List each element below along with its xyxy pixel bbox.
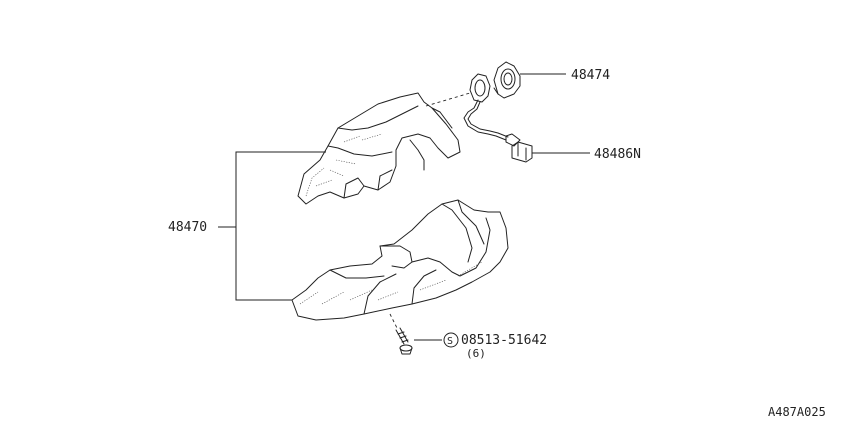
illumination-harness <box>463 73 533 163</box>
lower-column-cover <box>291 199 509 321</box>
upper-column-cover <box>297 92 461 205</box>
diagram-code: A487A025 <box>768 405 826 419</box>
screw-symbol-circle <box>443 332 459 348</box>
bracket-cover-set <box>235 151 326 301</box>
label-screw-qty: (6) <box>466 347 486 360</box>
label-lock-ring: 48474 <box>571 68 610 83</box>
screw <box>389 313 413 355</box>
label-screw-code: 08513-51642 <box>461 333 547 348</box>
screw-symbol: S <box>447 336 453 347</box>
label-harness: 48486N <box>594 147 641 162</box>
key-lock-ring <box>493 61 521 99</box>
label-cover-set: 48470 <box>168 220 207 235</box>
